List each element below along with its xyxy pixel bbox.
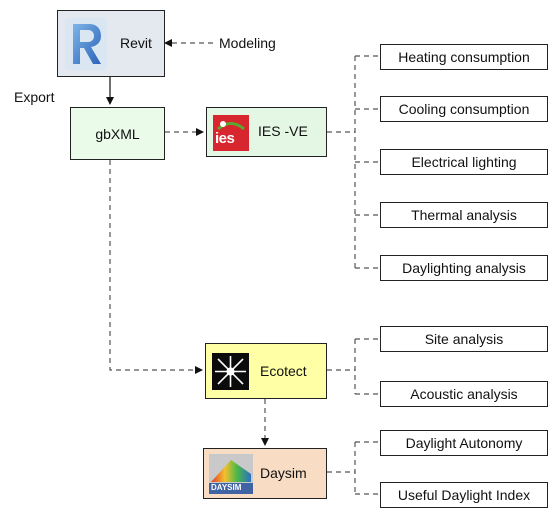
ecotect-output-site: Site analysis xyxy=(380,326,548,352)
ecotect-logo-icon xyxy=(212,353,249,390)
daysim-label: Daysim xyxy=(260,465,307,481)
ies-logo-icon: ies xyxy=(213,115,249,151)
iesve-node: ies IES -VE xyxy=(206,107,327,157)
ies-output-cooling: Cooling consumption xyxy=(380,96,548,122)
daysim-node: DAYSIM Daysim xyxy=(203,448,327,499)
daysim-output-autonomy: Daylight Autonomy xyxy=(380,430,548,456)
revit-label: Revit xyxy=(120,35,152,51)
daysim-logo-text: DAYSIM xyxy=(211,483,242,492)
iesve-label: IES -VE xyxy=(258,123,308,139)
gbxml-to-ecotect-connector xyxy=(109,160,203,374)
gbxml-label: gbXML xyxy=(95,125,140,142)
daysim-output-udi: Useful Daylight Index xyxy=(380,482,548,508)
ies-output-lighting: Electrical lighting xyxy=(380,149,548,175)
ies-output-thermal: Thermal analysis xyxy=(380,202,548,228)
export-label: Export xyxy=(14,89,55,105)
ies-logo-text: ies xyxy=(215,130,235,147)
ecotect-output-acoustic: Acoustic analysis xyxy=(380,381,548,407)
ecotect-label: Ecotect xyxy=(260,363,307,379)
daysim-logo-icon: DAYSIM xyxy=(209,454,253,494)
ecotect-outputs-bracket xyxy=(327,338,380,395)
ies-output-daylighting: Daylighting analysis xyxy=(380,255,548,281)
modeling-label: Modeling xyxy=(219,35,276,51)
revit-node: Revit xyxy=(57,10,165,77)
gbxml-node: gbXML xyxy=(70,107,165,160)
daysim-outputs-bracket xyxy=(327,441,380,495)
ies-outputs-bracket xyxy=(327,55,380,269)
revit-logo-icon xyxy=(65,18,107,70)
ecotect-node: Ecotect xyxy=(205,343,327,399)
ies-output-heating: Heating consumption xyxy=(380,44,548,70)
